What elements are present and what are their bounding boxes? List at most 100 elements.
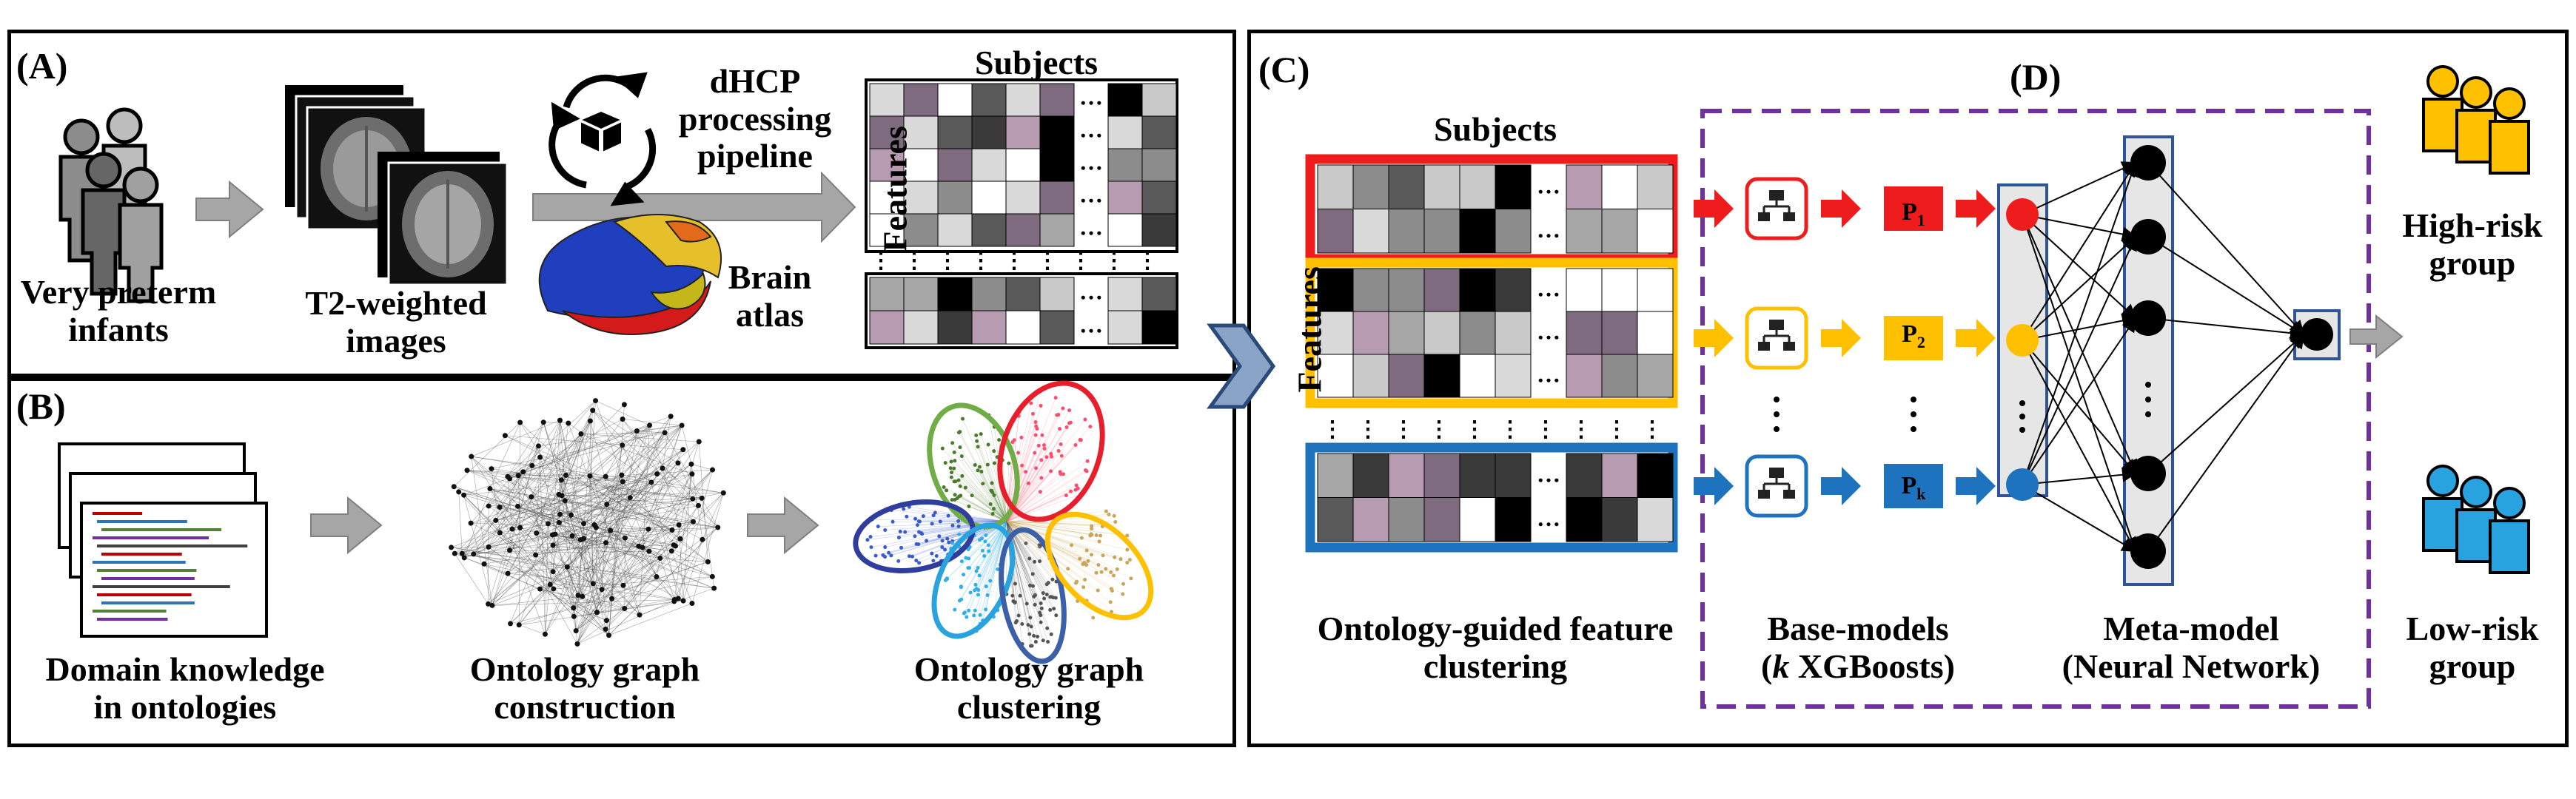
graph-node — [568, 512, 574, 518]
cluster-node — [1030, 572, 1035, 576]
matrix-a-top-cell — [971, 148, 1007, 182]
matrix-a-top-cell — [1039, 83, 1075, 117]
cluster-edge — [954, 494, 1007, 522]
graph-edge — [495, 495, 563, 521]
graph-node — [575, 593, 581, 599]
cluster-node — [1033, 640, 1038, 644]
graph-edge — [629, 425, 650, 498]
matrix-a-top-cell — [869, 148, 905, 182]
matrix-a-bottom-cell — [1039, 310, 1075, 345]
cluster-edge — [1006, 477, 1042, 522]
graph-edge — [471, 456, 536, 556]
cluster-node — [1044, 582, 1049, 587]
cluster-node — [987, 549, 991, 553]
matrix-c-vdots: ⋮ — [1357, 417, 1379, 442]
graph-edge — [483, 564, 607, 621]
pipeline-arrow — [1956, 467, 1996, 505]
graph-node — [636, 543, 642, 549]
graph-node — [700, 536, 705, 542]
matrix-c-vdots: ⋮ — [1606, 417, 1628, 442]
hidden-neuron — [2130, 533, 2166, 569]
cluster-edge — [965, 487, 1007, 522]
cluster-matrix-cell — [1352, 354, 1389, 398]
cluster-node — [1129, 576, 1133, 581]
cluster-node — [903, 530, 908, 534]
xgboost-tree-icon — [1783, 490, 1795, 499]
graph-edge — [561, 434, 582, 481]
graph-edge — [473, 404, 625, 555]
cluster-edge — [970, 521, 1007, 633]
graph-edge — [577, 497, 631, 644]
graph-node — [461, 492, 467, 498]
cluster-node — [967, 556, 971, 561]
cluster-node — [1059, 472, 1063, 476]
cluster-edge — [878, 521, 1007, 527]
cluster-edge — [1006, 521, 1123, 595]
cluster-node — [956, 519, 961, 523]
graph-edge — [552, 425, 650, 572]
graph-edge — [577, 473, 657, 644]
graph-node — [468, 520, 474, 526]
matrix-a-top-cell — [937, 213, 973, 247]
cluster-node — [978, 613, 982, 617]
graph-edge — [488, 434, 582, 547]
matrix-a-bottom-cell — [1141, 277, 1177, 311]
cluster-node — [985, 462, 990, 467]
cluster-edge — [980, 521, 1007, 624]
graph-node — [549, 532, 555, 538]
cluster-node — [890, 519, 895, 524]
graph-node — [577, 537, 583, 543]
graph-edge — [507, 456, 540, 477]
cluster-edge — [959, 521, 1007, 601]
cluster-node — [1007, 461, 1011, 465]
cluster-edge — [1006, 427, 1067, 522]
cluster-edge — [973, 521, 1007, 616]
ontology-graph-clusters — [853, 380, 1154, 664]
graph-edge — [594, 482, 652, 525]
p1-subscript: 1 — [1916, 210, 1925, 229]
cluster-node — [913, 516, 918, 521]
graph-edge — [562, 474, 622, 496]
cluster-node — [917, 561, 922, 565]
cluster-node — [1051, 596, 1056, 600]
doc-text-line — [93, 536, 209, 539]
cluster-node — [1045, 626, 1050, 630]
graph-clustering-caption: Ontology graph clustering — [888, 650, 1170, 726]
cluster-node — [1079, 536, 1084, 540]
cluster-matrix-cell — [1352, 209, 1389, 254]
cluster-edge — [1006, 445, 1076, 522]
graph-node — [481, 561, 487, 567]
graph-edge — [552, 521, 694, 546]
matrix-c-vdots: ⋮ — [1321, 417, 1344, 442]
matrix-c-vdots: ⋮ — [1499, 417, 1521, 442]
xgboost-icon-frame — [1745, 177, 1808, 240]
graph-edge — [571, 434, 582, 516]
hidden-neuron — [2130, 456, 2166, 491]
graph-edge — [622, 419, 694, 522]
cluster-node — [962, 573, 966, 577]
graph-node — [671, 596, 677, 602]
graph-construction-caption: Ontology graph construction — [444, 650, 725, 726]
graph-node — [637, 612, 643, 618]
graph-edge — [622, 419, 693, 499]
cluster-node — [1035, 427, 1039, 431]
cluster-edge — [1006, 521, 1108, 525]
graph-edge — [488, 527, 597, 547]
cluster-matrix-cell — [1637, 164, 1674, 209]
cluster-matrix-cell — [1601, 497, 1638, 542]
doc-text-line — [97, 593, 192, 596]
cluster-node — [1097, 539, 1101, 544]
graph-edge — [589, 476, 594, 584]
base-models-xgb: XGBoosts) — [1789, 647, 1955, 685]
graph-node — [569, 533, 575, 539]
doc-text-line — [97, 545, 248, 547]
doc-text-line — [101, 601, 195, 604]
t2-caption-line2: images — [346, 321, 446, 360]
graph-edge — [623, 539, 681, 586]
cluster-edge — [962, 419, 1007, 522]
cluster-edge — [974, 521, 1007, 590]
graph-edge — [651, 482, 679, 599]
cluster-matrix-cell — [1352, 164, 1389, 209]
nn-connection — [2147, 333, 2305, 552]
cluster-edge — [1006, 521, 1101, 536]
